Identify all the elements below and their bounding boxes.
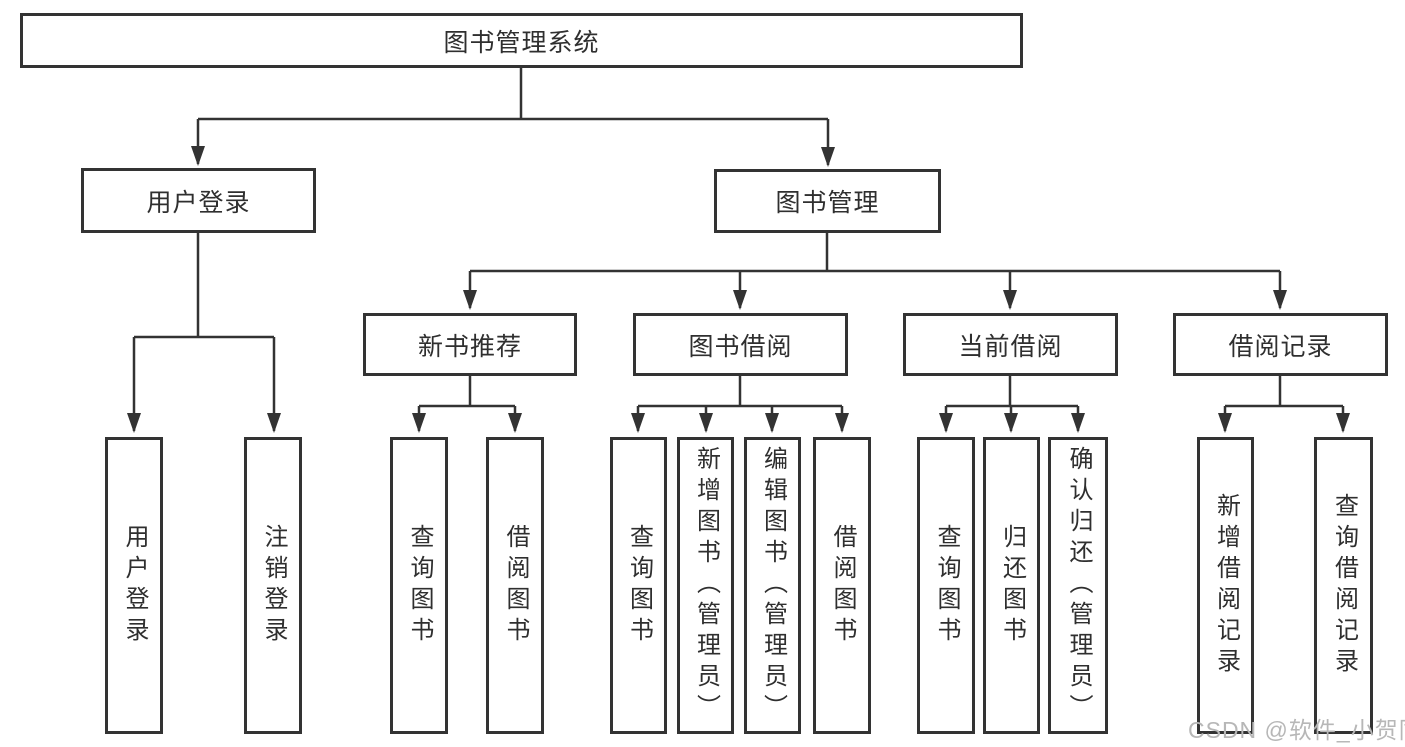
leaf-borrowing-query-books: 查询图书 (610, 437, 667, 734)
leaf-edit-books-admin: 编辑图书（管理员） (744, 437, 801, 734)
leaf-borrowing-borrow-books-label: 借阅图书 (829, 523, 856, 648)
node-book-management-branch: 图书管理 (714, 169, 941, 233)
leaf-add-borrow-record-label: 新增借阅记录 (1212, 492, 1240, 679)
node-user-login-branch: 用户登录 (81, 168, 316, 233)
leaf-add-books-admin-label: 新增图书（管理员） (692, 446, 720, 725)
leaf-newbook-borrow-books: 借阅图书 (486, 437, 544, 734)
leaf-borrowing-query-books-label: 查询图书 (625, 523, 653, 648)
leaf-newbook-borrow-books-label: 借阅图书 (502, 523, 529, 648)
leaf-edit-books-admin-label: 编辑图书（管理员） (759, 446, 787, 725)
edge-group (127, 68, 1350, 433)
leaf-return-books-label: 归还图书 (998, 523, 1026, 648)
leaf-add-borrow-record: 新增借阅记录 (1197, 437, 1254, 734)
leaf-user-login: 用户登录 (105, 437, 163, 734)
node-borrowing-records: 借阅记录 (1173, 313, 1388, 376)
leaf-newbook-query-books-label: 查询图书 (406, 523, 433, 648)
leaf-logout: 注销登录 (244, 437, 302, 734)
leaf-query-borrow-record: 查询借阅记录 (1314, 437, 1373, 734)
leaf-confirm-return-admin: 确认归还（管理员） (1048, 437, 1108, 734)
leaf-add-books-admin: 新增图书（管理员） (677, 437, 734, 734)
leaf-query-borrow-record-label: 查询借阅记录 (1330, 492, 1358, 679)
leaf-current-query-books: 查询图书 (917, 437, 975, 734)
leaf-confirm-return-admin-label: 确认归还（管理员） (1065, 446, 1092, 725)
node-book-borrowing: 图书借阅 (633, 313, 848, 376)
leaf-user-login-label: 用户登录 (121, 523, 148, 648)
leaf-current-query-books-label: 查询图书 (933, 523, 960, 648)
leaf-return-books: 归还图书 (983, 437, 1040, 734)
node-current-borrowing: 当前借阅 (903, 313, 1118, 376)
leaf-borrowing-borrow-books: 借阅图书 (813, 437, 871, 734)
csdn-watermark: CSDN @软件_小贺同学 (1188, 717, 1405, 743)
leaf-logout-label: 注销登录 (260, 523, 287, 648)
node-new-book-recommend: 新书推荐 (363, 313, 577, 376)
node-library-management-system: 图书管理系统 (20, 13, 1023, 68)
leaf-newbook-query-books: 查询图书 (390, 437, 448, 734)
